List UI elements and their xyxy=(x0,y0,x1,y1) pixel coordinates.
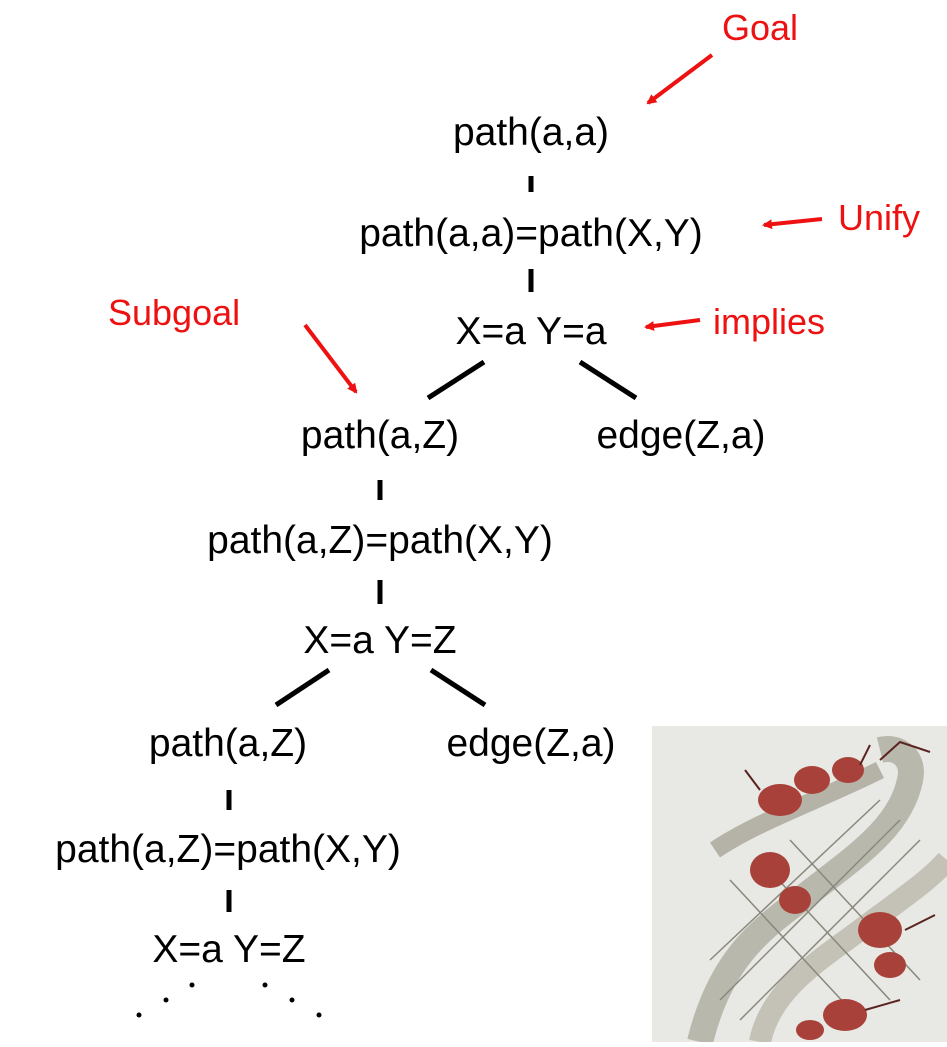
subgoal-arrow xyxy=(303,323,358,394)
implies-arrow xyxy=(644,318,701,331)
binding-node-1: X=a Y=a xyxy=(455,310,606,353)
goal-arrow xyxy=(646,53,714,105)
branch-left-1 xyxy=(426,359,486,401)
subgoal-node-3: path(a,Z) xyxy=(149,722,307,765)
branch-right-2 xyxy=(429,667,487,708)
unify-annotation: Unify xyxy=(838,197,920,238)
unify-node-2: path(a,Z)=path(X,Y) xyxy=(207,519,553,562)
continuation-ellipsis xyxy=(136,982,322,1018)
unify-node-3: path(a,Z)=path(X,Y) xyxy=(55,828,401,871)
branch-right-1 xyxy=(578,359,638,401)
subgoal-node-2: path(a,Z) xyxy=(301,414,459,457)
subgoal-annotation: Subgoal xyxy=(108,292,240,333)
edge-node-2: edge(Z,a) xyxy=(596,414,765,457)
edge-node-3: edge(Z,a) xyxy=(446,722,615,765)
goal-node: path(a,a) xyxy=(453,111,609,154)
unify-node-1: path(a,a)=path(X,Y) xyxy=(359,212,703,255)
goal-annotation: Goal xyxy=(722,7,798,48)
binding-node-3: X=a Y=Z xyxy=(152,928,305,971)
escher-ants-mobius-image xyxy=(652,726,947,1046)
branch-left-2 xyxy=(274,667,331,708)
unify-arrow xyxy=(762,217,823,230)
implies-annotation: implies xyxy=(713,301,825,342)
binding-node-2: X=a Y=Z xyxy=(303,619,456,662)
